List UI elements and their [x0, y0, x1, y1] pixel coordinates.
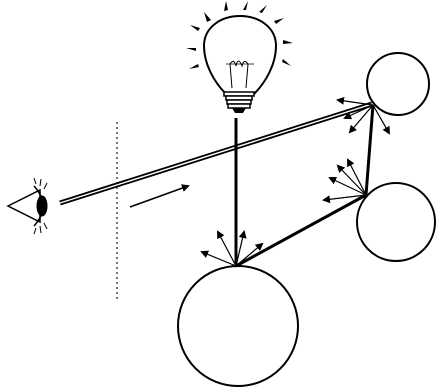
sphere-bottom	[177, 265, 299, 387]
light-rays	[186, 1, 293, 69]
sphere-top-right	[366, 52, 430, 116]
direction-arrow	[129, 184, 190, 208]
eye-icon	[6, 177, 48, 235]
eye-ray	[59, 101, 373, 206]
hit-arrows-bottom	[200, 230, 264, 267]
reflect-ray-1	[364, 104, 375, 196]
light-bulb-icon	[202, 14, 278, 113]
hit-arrows-top	[336, 96, 390, 135]
sphere-mid-right	[356, 182, 436, 262]
reflect-ray-2	[235, 193, 367, 268]
hit-arrows-mid	[322, 158, 367, 204]
